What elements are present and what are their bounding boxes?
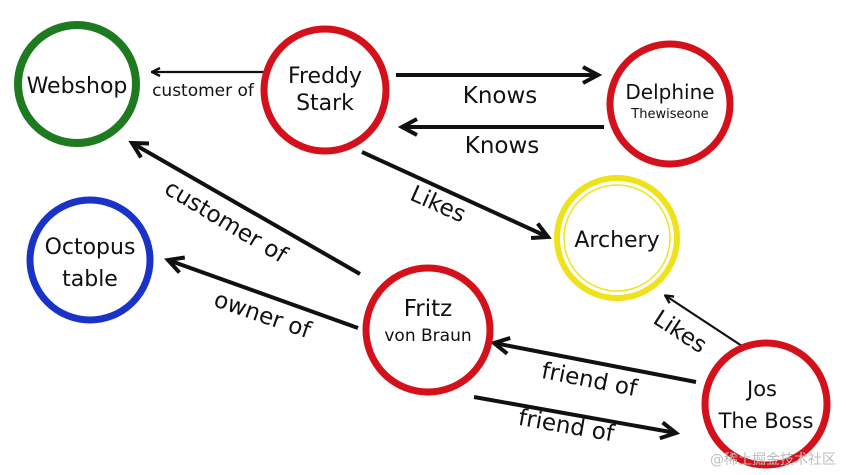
node-label-octopus-1: Octopus [45,235,136,260]
node-label-freddy-2: Stark [296,91,354,116]
edge-jos-fritz [494,343,697,384]
node-label-fritz-1: Fritz [404,296,453,322]
node-label-archery-1: Archery [574,228,659,253]
edge-fritz-webshop [132,143,361,276]
node-label-jos-2: The Boss [718,409,814,433]
edge-fritz-octopus [168,260,359,330]
node-fritz-von-braun: Fritz von Braun [362,264,494,396]
edge-label-jos-archery: Likes [648,305,711,358]
node-label-delphine-1: Delphine [625,80,714,104]
node-label-freddy-1: Freddy [288,64,362,89]
node-archery: Archery [554,175,680,301]
edge-label-delphine-freddy: Knows [465,133,540,159]
edge-label-fritz-jos: friend of [516,405,617,448]
edge-jos-archery [666,296,743,347]
node-jos-the-boss: Jos The Boss [701,339,831,469]
edge-label-freddy-webshop: customer of [152,81,255,101]
edge-fritz-jos [473,395,676,433]
node-label-fritz-2: von Braun [384,326,471,346]
node-label-webshop-1: Webshop [27,74,128,99]
nodes-group: Webshop Freddy Stark Delphine Thewiseone… [14,21,831,469]
edges-group [132,72,743,433]
edge-freddy-archery [361,150,548,237]
node-freddy-stark: Freddy Stark [260,25,390,155]
node-label-octopus-2: table [62,267,118,292]
edge-label-jos-fritz: friend of [539,358,640,402]
edge-label-freddy-delphine: Knows [463,83,538,109]
watermark-text: @稀土掘金技术社区 [710,452,836,468]
node-delphine: Delphine Thewiseone [606,40,734,168]
node-label-delphine-2: Thewiseone [630,107,708,122]
node-label-jos-1: Jos [745,377,777,401]
node-octopus-table: Octopus table [26,196,154,324]
node-webshop: Webshop [14,21,140,147]
